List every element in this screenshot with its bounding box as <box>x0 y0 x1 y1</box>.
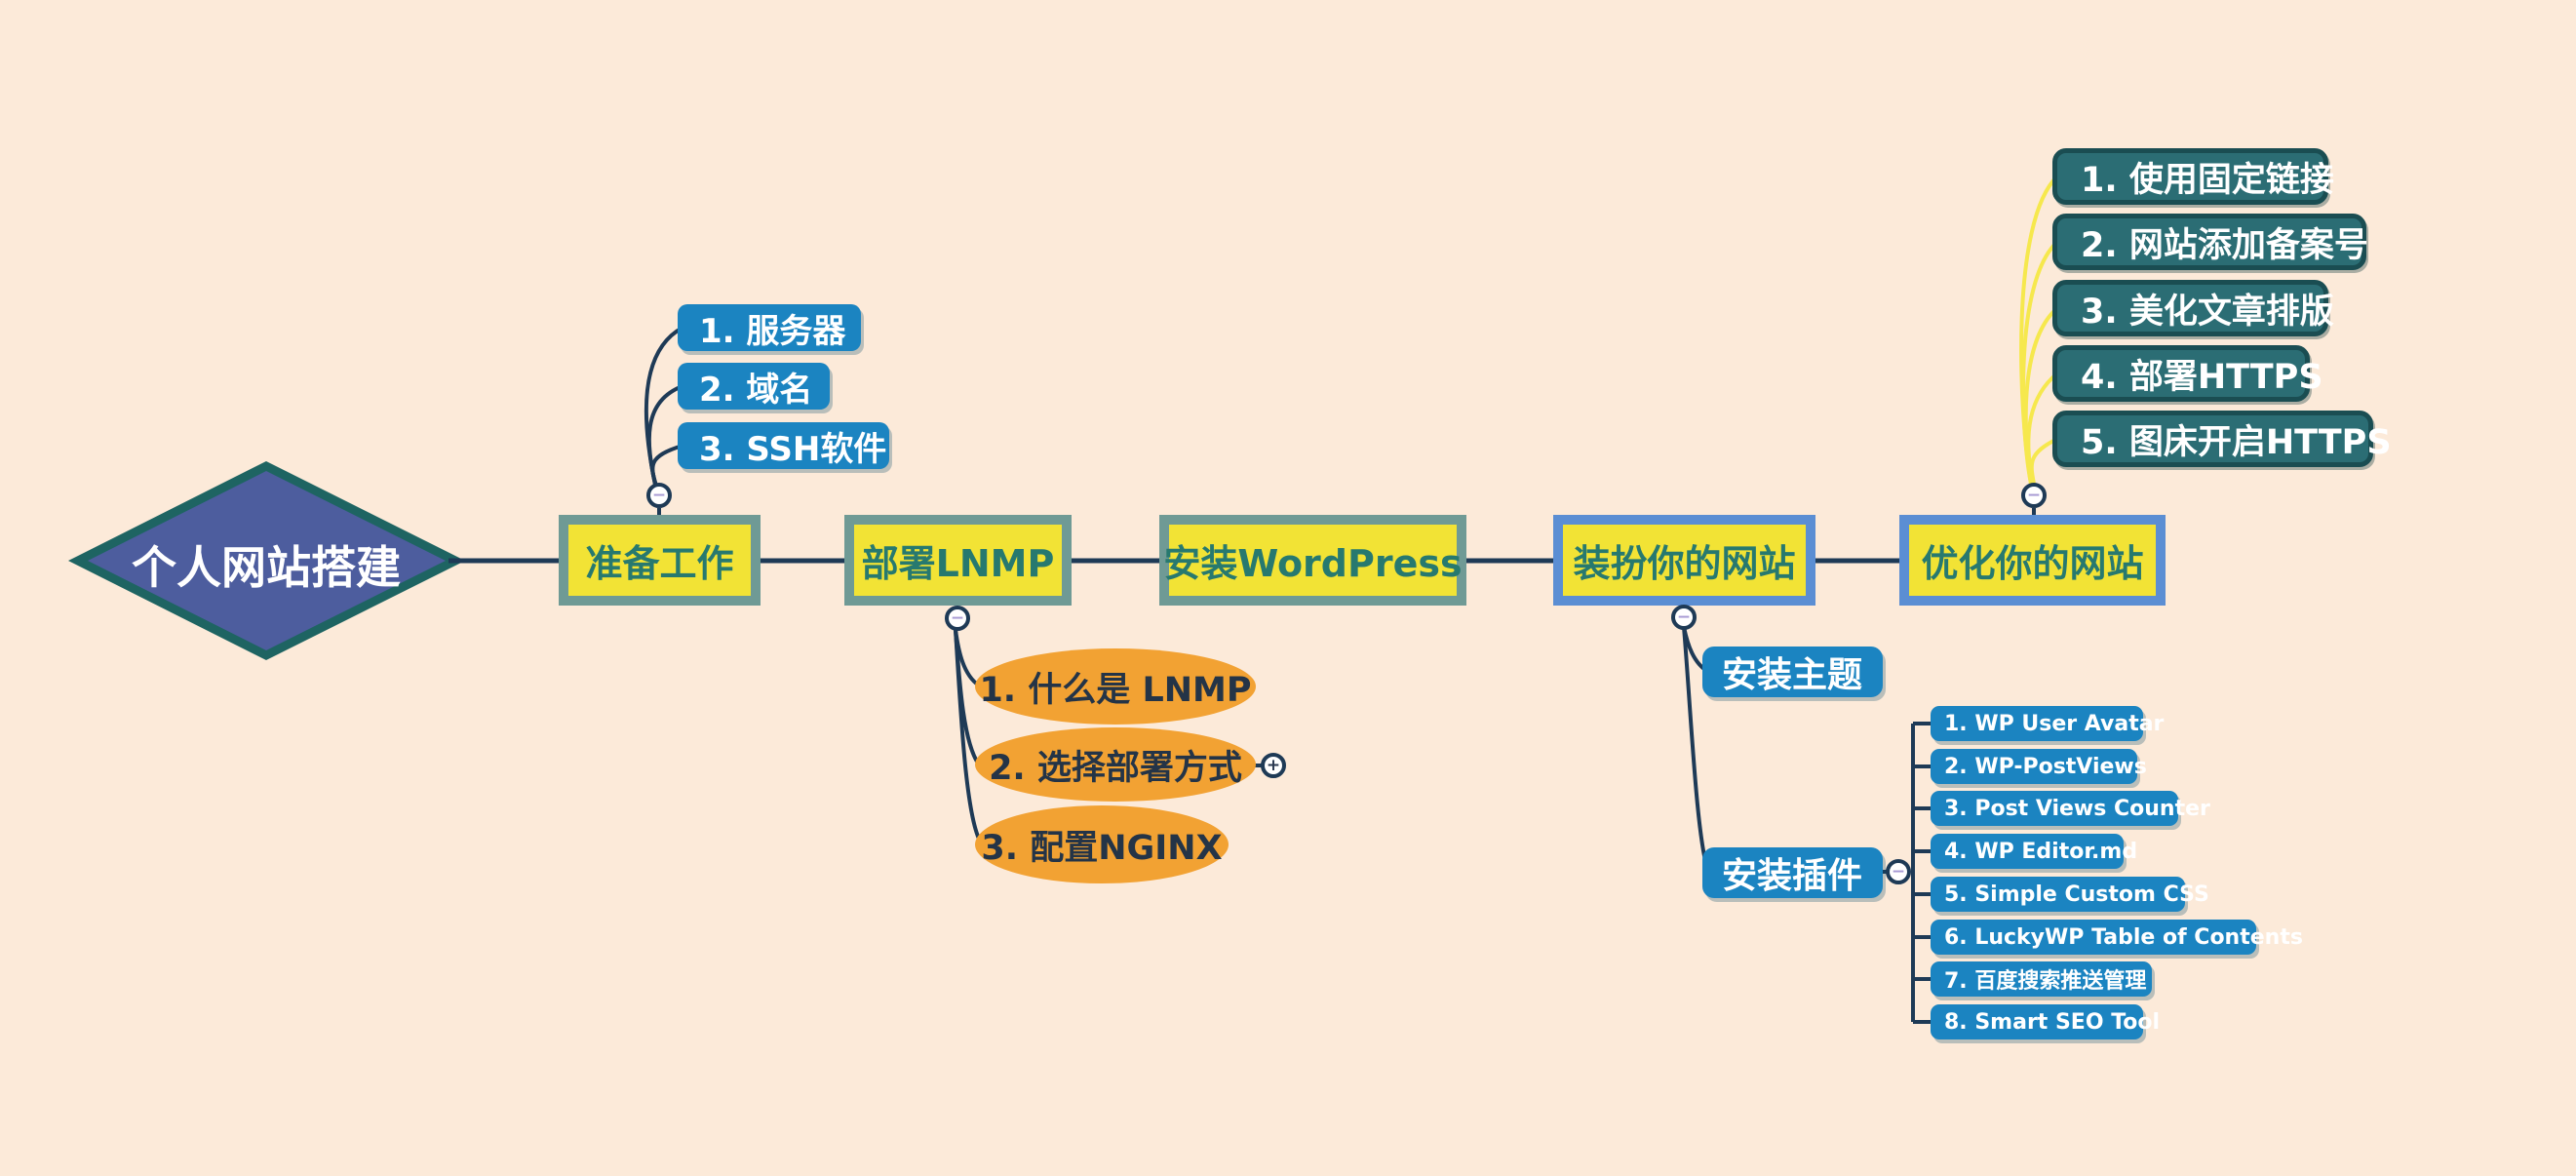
root-node[interactable]: 个人网站搭建 <box>132 541 401 594</box>
collapse-toggle-prepare[interactable]: − <box>646 483 672 508</box>
minus-icon: − <box>950 608 965 628</box>
node-plugin-8[interactable]: 8. Smart SEO Tool <box>1931 1004 2160 1039</box>
node-plugin-6[interactable]: 6. LuckyWP Table of Contents <box>1931 920 2303 955</box>
node-plugin-3[interactable]: 3. Post Views Counter <box>1931 791 2210 826</box>
node-lnmp-item-3[interactable]: 3. 配置NGINX <box>975 805 1229 883</box>
minus-icon: − <box>651 485 667 505</box>
node-optimize-item-1[interactable]: 1. 使用固定链接 <box>2052 148 2334 205</box>
node-optimize[interactable]: 优化你的网站 <box>1899 515 2166 606</box>
collapse-toggle-lnmp[interactable]: − <box>945 606 970 631</box>
node-plugin-1[interactable]: 1. WP User Avatar <box>1931 706 2164 741</box>
collapse-toggle-plugins[interactable]: − <box>1886 859 1911 884</box>
collapse-toggle-decorate[interactable]: − <box>1671 605 1697 630</box>
node-lnmp-item-1[interactable]: 1. 什么是 LNMP <box>975 648 1256 725</box>
node-optimize-item-3[interactable]: 3. 美化文章排版 <box>2052 280 2334 336</box>
node-lnmp-item-2[interactable]: 2. 选择部署方式 <box>975 727 1256 802</box>
node-plugin-5[interactable]: 5. Simple Custom CSS <box>1931 877 2209 912</box>
edge-optimize-branch <box>2019 175 2059 515</box>
minus-icon: − <box>1891 861 1906 882</box>
expand-toggle-deploy-method[interactable]: + <box>1261 753 1286 778</box>
node-prepare-item-1[interactable]: 1. 服务器 <box>678 304 861 351</box>
node-wordpress[interactable]: 安装WordPress <box>1159 515 1466 606</box>
node-lnmp[interactable]: 部署LNMP <box>844 515 1072 606</box>
edge-prepare-branch <box>644 326 683 515</box>
node-plugin-4[interactable]: 4. WP Editor.md <box>1931 834 2137 869</box>
plus-icon: + <box>1266 755 1281 775</box>
node-optimize-item-4[interactable]: 4. 部署HTTPS <box>2052 345 2323 402</box>
minus-icon: − <box>1676 607 1692 627</box>
collapse-toggle-optimize[interactable]: − <box>2021 483 2047 508</box>
node-prepare-item-3[interactable]: 3. SSH软件 <box>678 422 889 469</box>
minus-icon: − <box>2026 485 2042 505</box>
node-prepare-item-2[interactable]: 2. 域名 <box>678 363 830 410</box>
node-plugin-2[interactable]: 2. WP-PostViews <box>1931 749 2147 784</box>
node-decorate[interactable]: 装扮你的网站 <box>1553 515 1815 606</box>
node-plugin-7[interactable]: 7. 百度搜索推送管理 <box>1931 961 2152 997</box>
node-optimize-item-5[interactable]: 5. 图床开启HTTPS <box>2052 411 2392 467</box>
node-install-plugins[interactable]: 安装插件 <box>1702 847 1883 898</box>
node-install-theme[interactable]: 安装主题 <box>1702 647 1883 697</box>
node-optimize-item-2[interactable]: 2. 网站添加备案号 <box>2052 214 2368 270</box>
node-prepare[interactable]: 准备工作 <box>559 515 761 606</box>
